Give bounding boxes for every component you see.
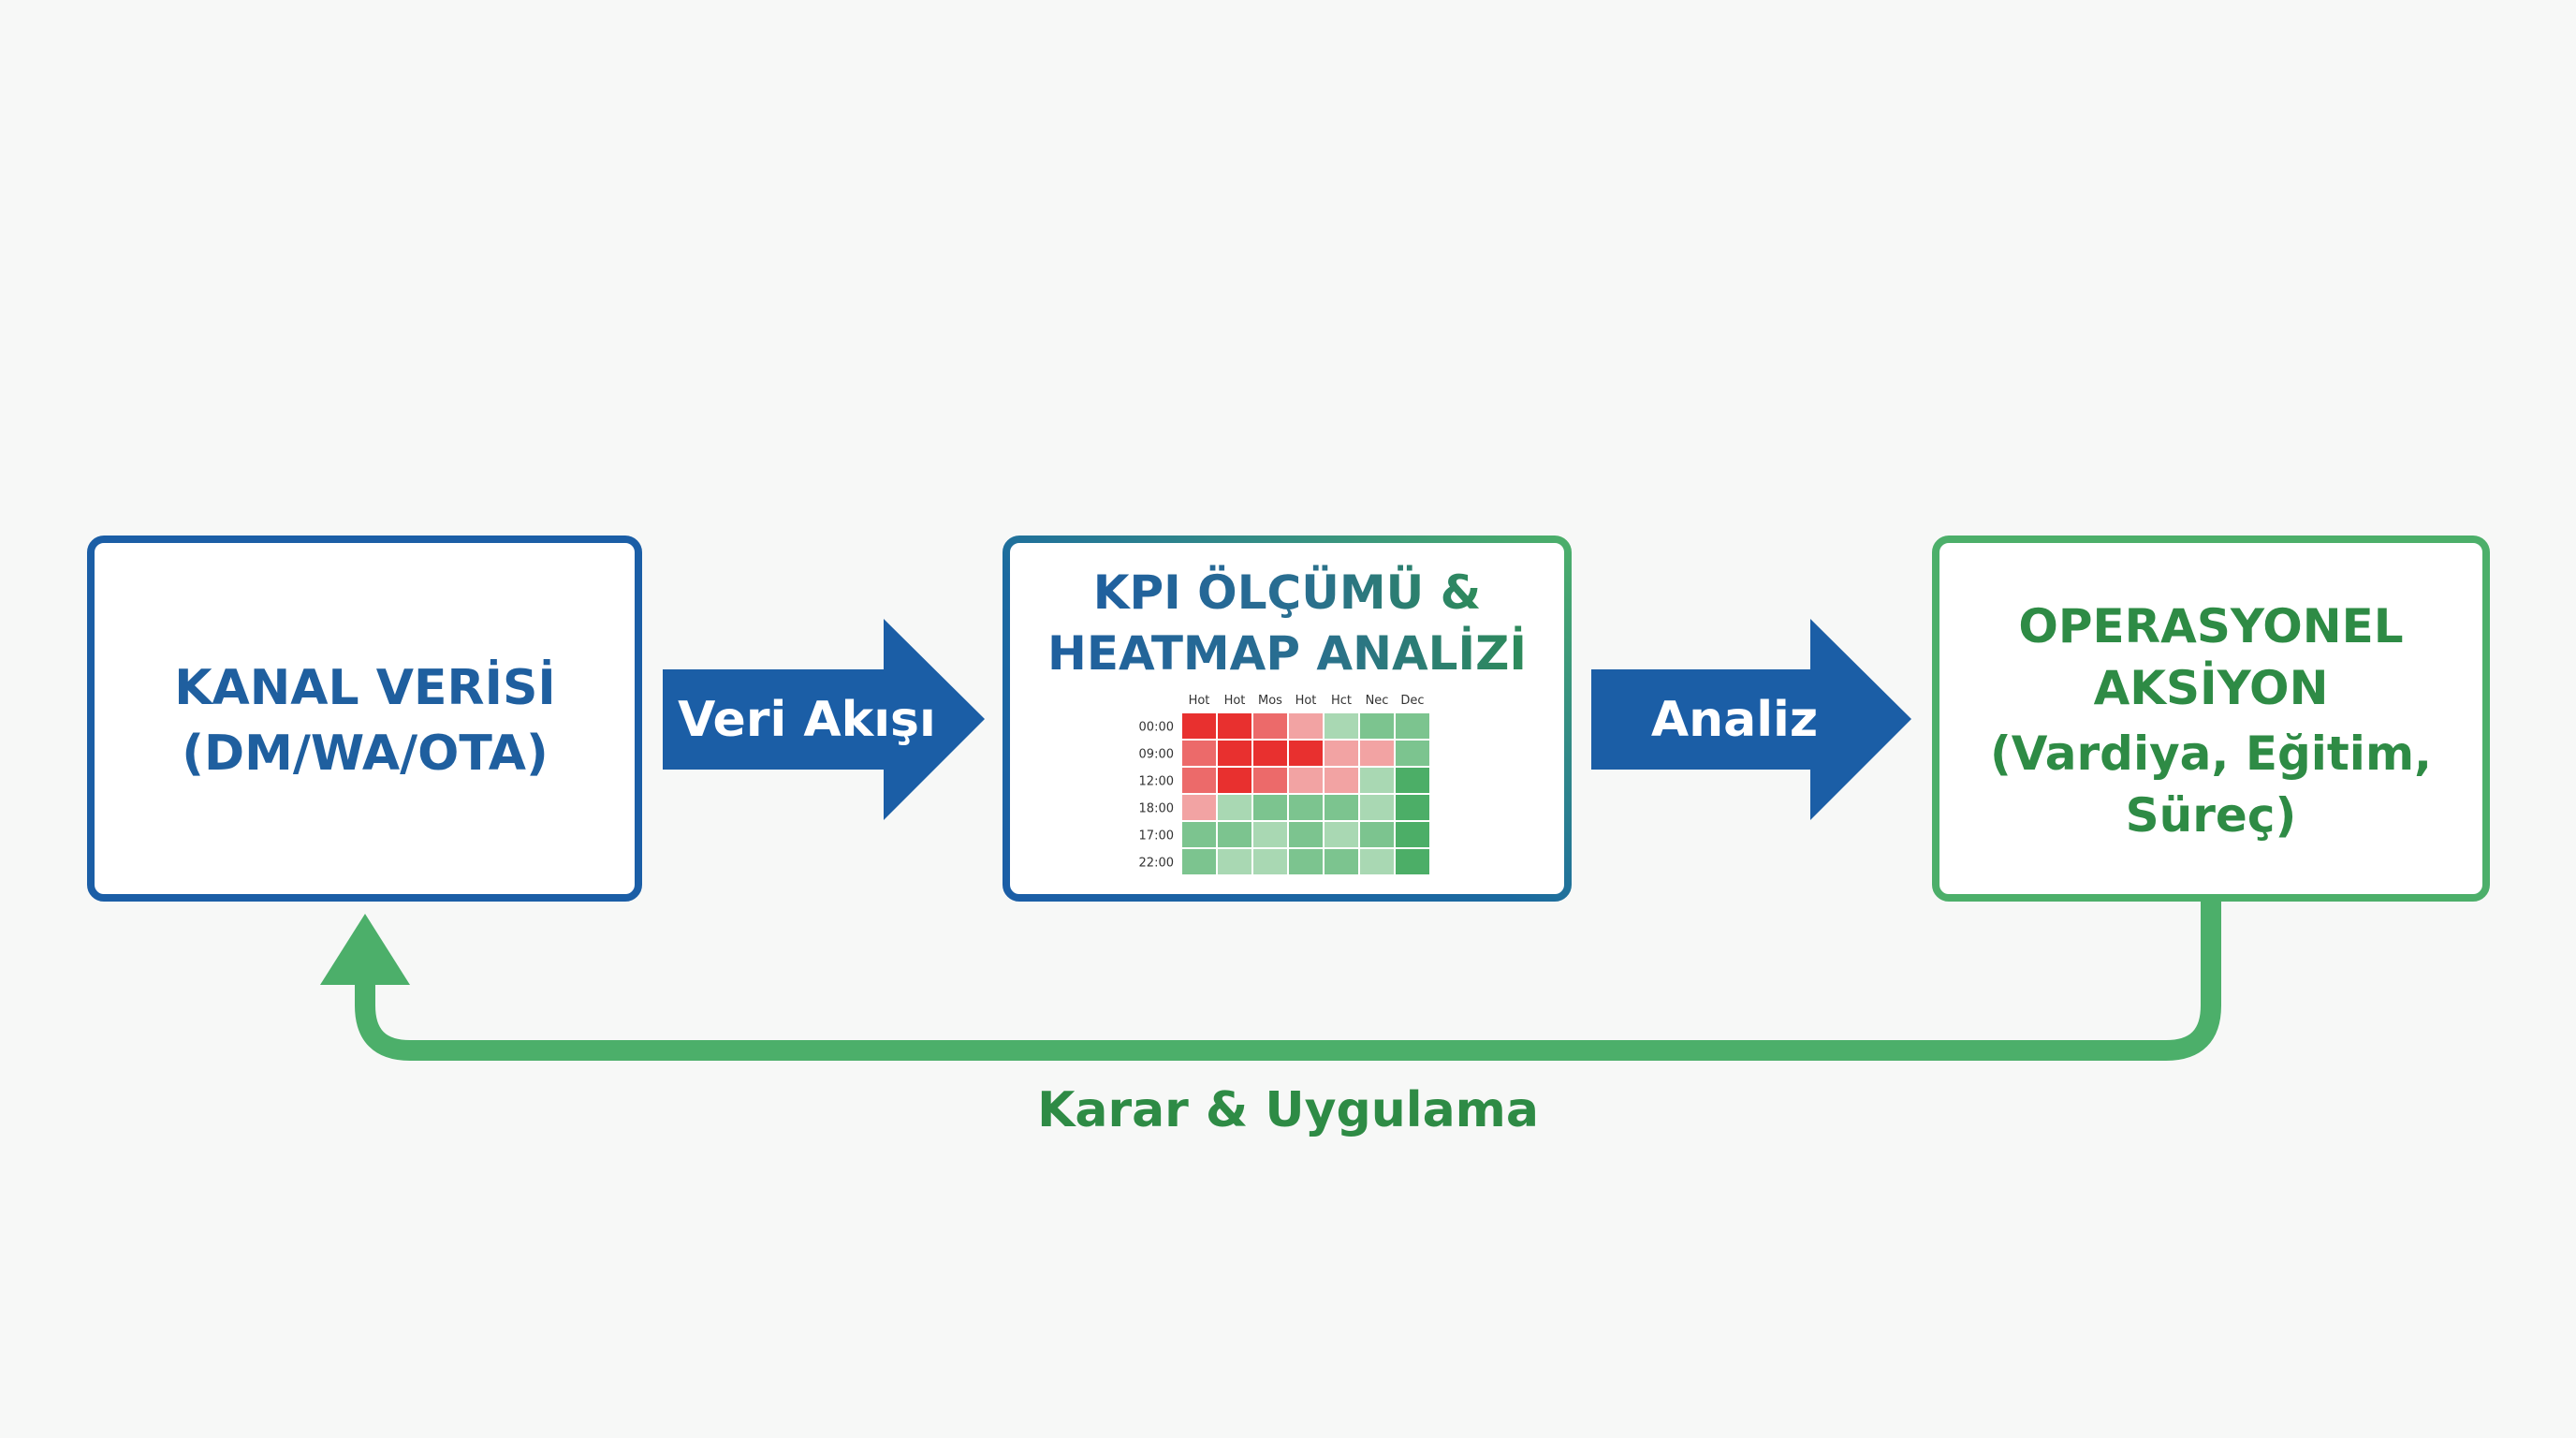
heatmap-cell: [1323, 739, 1360, 768]
action-node-title: OPERASYONEL: [2018, 599, 2403, 653]
heatmap-column-label: Dec: [1400, 694, 1424, 708]
heatmap-cell: [1216, 766, 1253, 795]
heatmap-cell: [1287, 847, 1325, 876]
analysis-label: Analiz: [1651, 692, 1818, 748]
action-node-detail: (Vardiya, Eğitim,: [1990, 726, 2432, 781]
heatmap-cell: [1394, 793, 1431, 822]
heatmap-cell: [1323, 766, 1360, 795]
heatmap-cell: [1251, 739, 1289, 768]
heatmap: Hot Hot Mos Hot Hct Nec Dec 00:00 09:00 12:00 18:0…: [1139, 694, 1431, 876]
heatmap-cell: [1394, 820, 1431, 849]
heatmap-cell: [1323, 847, 1360, 876]
heatmap-cell: [1216, 847, 1253, 876]
heatmap-column-label: Nec: [1366, 694, 1389, 708]
heatmap-cell: [1358, 766, 1396, 795]
heatmap-cell: [1358, 739, 1396, 768]
heatmap-cell: [1358, 793, 1396, 822]
heatmap-cell: [1358, 820, 1396, 849]
heatmap-cell: [1216, 820, 1253, 849]
action-node-detail-cont: Süreç): [2126, 788, 2297, 843]
heatmap-column-label: Mos: [1258, 694, 1282, 708]
heatmap-cell: [1394, 847, 1431, 876]
heatmap-cell: [1180, 766, 1218, 795]
source-node: KANAL VERİSİ (DM/WA/OTA): [87, 536, 642, 902]
heatmap-cell: [1251, 793, 1289, 822]
analysis-node-title: KPI ÖLÇÜMÜ &: [1093, 565, 1481, 620]
heatmap-column-label: Hot: [1295, 694, 1317, 708]
analysis-arrow: Analiz: [1591, 619, 1911, 820]
heatmap-cell: [1287, 820, 1325, 849]
heatmap-cell: [1394, 739, 1431, 768]
feedback-label: Karar & Uygulama: [1037, 1082, 1539, 1138]
heatmap-row-label: 12:00: [1139, 775, 1174, 789]
heatmap-cell: [1180, 712, 1218, 741]
heatmap-cell: [1180, 847, 1218, 876]
heatmap-cell: [1180, 820, 1218, 849]
source-node-subtitle: (DM/WA/OTA): [182, 726, 549, 782]
heatmap-cell: [1287, 793, 1325, 822]
heatmap-cell: [1323, 793, 1360, 822]
heatmap-cell: [1394, 766, 1431, 795]
heatmap-cell: [1323, 820, 1360, 849]
heatmap-cell: [1216, 712, 1253, 741]
feedback-loop-arrow: [320, 902, 2221, 1061]
heatmap-cell: [1216, 793, 1253, 822]
heatmap-cell: [1287, 739, 1325, 768]
data-flow-arrow: Veri Akışı: [663, 619, 985, 820]
heatmap-cell: [1358, 847, 1396, 876]
heatmap-cell: [1251, 766, 1289, 795]
analysis-node-subtitle: HEATMAP ANALİZİ: [1047, 626, 1527, 681]
heatmap-row-label: 00:00: [1139, 721, 1174, 735]
action-node: OPERASYONEL AKSİYON (Vardiya, Eğitim, Sü…: [1932, 536, 2490, 902]
heatmap-column-label: Hct: [1331, 694, 1352, 708]
heatmap-cell: [1287, 766, 1325, 795]
heatmap-cell: [1287, 712, 1325, 741]
heatmap-cell: [1251, 712, 1289, 741]
heatmap-cell: [1394, 712, 1431, 741]
heatmap-row-label: 22:00: [1139, 857, 1174, 871]
heatmap-cell: [1216, 739, 1253, 768]
heatmap-row-label: 18:00: [1139, 802, 1174, 816]
heatmap-column-label: Hot: [1189, 694, 1210, 708]
heatmap-cell: [1180, 793, 1218, 822]
heatmap-cell: [1358, 712, 1396, 741]
heatmap-cell: [1251, 847, 1289, 876]
heatmap-column-label: Hot: [1224, 694, 1246, 708]
data-flow-label: Veri Akışı: [678, 692, 936, 748]
source-node-title: KANAL VERİSİ: [174, 659, 556, 716]
action-node-subtitle: AKSİYON: [2094, 661, 2329, 715]
heatmap-row-label: 17:00: [1139, 829, 1174, 844]
heatmap-row-label: 09:00: [1139, 748, 1174, 762]
heatmap-cell: [1180, 739, 1218, 768]
heatmap-cell: [1323, 712, 1360, 741]
heatmap-cell: [1251, 820, 1289, 849]
